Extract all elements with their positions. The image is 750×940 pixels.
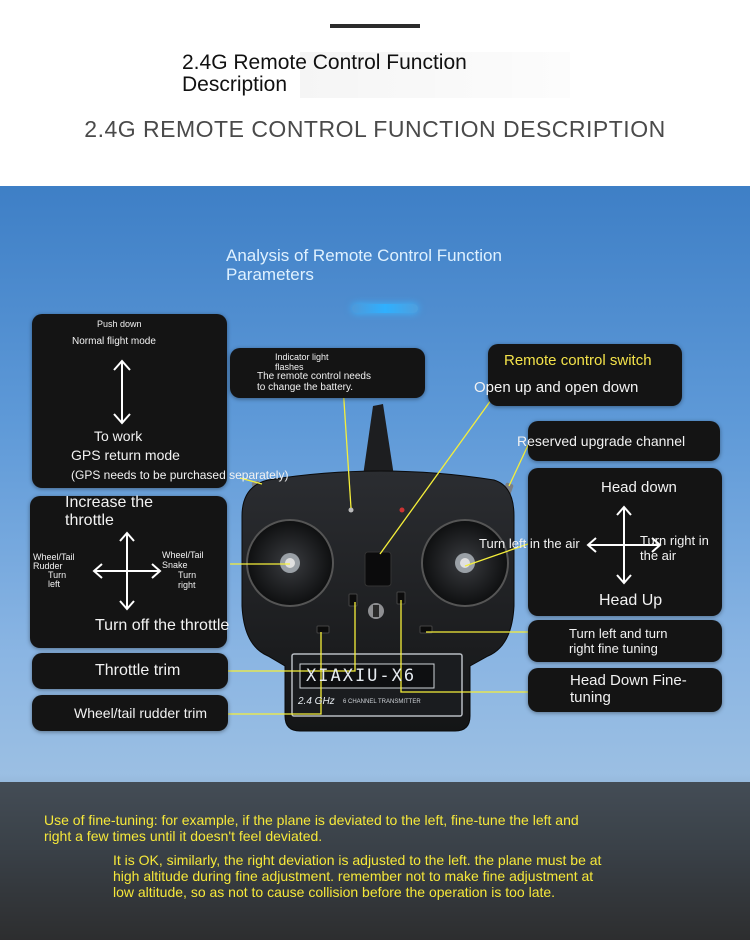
indicator-line-1: Indicator light bbox=[275, 352, 329, 362]
note-1: Use of fine-tuning: for example, if the … bbox=[44, 812, 579, 844]
leader-lines bbox=[228, 385, 531, 715]
turn-right-line-2: the air bbox=[640, 548, 677, 563]
open-up-down-label: Open up and open down bbox=[474, 379, 639, 396]
remote-switch-label: Remote control switch bbox=[504, 352, 652, 369]
left-horizontal-trim bbox=[316, 625, 330, 634]
reserved-channel-box bbox=[528, 421, 720, 461]
leader-throttle-trim bbox=[228, 602, 356, 672]
wheel-left-line-4: left bbox=[48, 579, 61, 589]
leader-switch bbox=[379, 395, 495, 555]
freq-label: 2.4 GHz bbox=[298, 696, 335, 707]
wheel-trim-box bbox=[32, 695, 228, 731]
indicator-line-3: The remote control needs bbox=[257, 371, 371, 382]
wheel-right-line-3: Turn bbox=[178, 570, 197, 580]
left-vertical-trim bbox=[348, 593, 358, 607]
gps-return-label: GPS return mode bbox=[71, 447, 180, 463]
page-subtitle: 2.4G REMOTE CONTROL FUNCTION DESCRIPTION bbox=[84, 116, 666, 142]
lr-fine-tuning-box bbox=[528, 620, 722, 662]
note-2-line-2: high altitude during fine adjustment. re… bbox=[113, 868, 594, 884]
wheel-trim-label: Wheel/tail rudder trim bbox=[74, 705, 208, 721]
wheel-right-line-2: Snake bbox=[162, 560, 188, 570]
vertical-arrow-icon bbox=[113, 359, 131, 425]
throttle-trim-label: Throttle trim bbox=[95, 662, 181, 679]
leader-right-stick bbox=[464, 543, 529, 567]
increase-line-1: Increase the bbox=[65, 494, 154, 511]
antenna bbox=[363, 404, 394, 476]
title-line-2: Description bbox=[182, 73, 288, 96]
leader-reserved bbox=[508, 440, 531, 487]
reserved-upgrade-label: Reserved upgrade channel bbox=[517, 433, 686, 449]
normal-flight-label: Normal flight mode bbox=[72, 336, 156, 347]
title-shade bbox=[300, 52, 570, 98]
note-2-line-3: low altitude, so as not to cause collisi… bbox=[113, 884, 556, 900]
throttle-trim-box bbox=[32, 653, 228, 689]
note-1-line-1: Use of fine-tuning: for example, if the … bbox=[44, 812, 579, 828]
turn-off-throttle-label: Turn off the throttle bbox=[95, 617, 230, 634]
head-down-fine-line-1: Head Down Fine- bbox=[570, 672, 687, 689]
fine-tuning-line-1: Turn left and turn bbox=[569, 626, 668, 641]
to-work-label: To work bbox=[94, 428, 143, 444]
leader-indicator bbox=[342, 385, 352, 509]
wheel-left-line-3: Turn bbox=[48, 570, 67, 580]
cross-arrow-icon bbox=[92, 531, 162, 611]
note-2: It is OK, similarly, the right deviation… bbox=[113, 852, 601, 900]
head-down-fine-line-2: tuning bbox=[570, 689, 611, 706]
power-switch bbox=[364, 551, 392, 587]
brand-label: XIAXIU-X6 bbox=[306, 666, 417, 686]
gps-mode-box bbox=[32, 314, 227, 488]
gps-note-label: (GPS needs to be purchased separately) bbox=[71, 468, 289, 482]
head-down-fine-box bbox=[528, 668, 722, 712]
wheel-right-line-1: Wheel/Tail bbox=[162, 550, 204, 560]
leader-gps bbox=[239, 477, 263, 485]
indicator-line-2: flashes bbox=[275, 362, 304, 372]
remote-switch-box bbox=[488, 344, 682, 406]
glow-bar bbox=[352, 304, 418, 313]
panel-title-line-1: Analysis of Remote Control Function bbox=[226, 246, 502, 265]
fine-tuning-line-2: right fine tuning bbox=[569, 641, 658, 656]
increase-line-2: throttle bbox=[65, 512, 114, 529]
turn-left-air-label: Turn left in the air bbox=[479, 536, 580, 551]
cross-arrow-icon-right bbox=[586, 505, 662, 585]
note-2-line-1: It is OK, similarly, the right deviation… bbox=[113, 852, 602, 868]
panel-title-line-2: Parameters bbox=[226, 265, 314, 284]
page-title: 2.4G Remote Control Function Description bbox=[182, 52, 582, 96]
indicator-line-4: to change the battery. bbox=[257, 382, 353, 393]
header-divider bbox=[330, 24, 420, 28]
right-horizontal-trim bbox=[419, 625, 433, 634]
wheel-left-line-2: Rudder bbox=[33, 561, 63, 571]
controller-illustration bbox=[228, 385, 531, 732]
function-panel: Analysis of Remote Control Function Para… bbox=[0, 186, 750, 940]
note-strip bbox=[0, 782, 750, 940]
indicator-led bbox=[348, 507, 354, 513]
note-1-line-2: right a few times until it doesn't feel … bbox=[44, 828, 323, 844]
indicator-box bbox=[230, 348, 425, 398]
panel-title: Analysis of Remote Control Function Para… bbox=[226, 246, 566, 284]
push-down-label: Push down bbox=[97, 319, 142, 329]
leader-wheel-trim bbox=[228, 632, 322, 715]
channel-label: 6 CHANNEL TRANSMITTER bbox=[343, 699, 421, 705]
title-line-1: 2.4G Remote Control Function bbox=[182, 51, 467, 74]
wheel-right-line-4: right bbox=[178, 580, 196, 590]
wheel-left-line-1: Wheel/Tail bbox=[33, 552, 75, 562]
turn-right-line-1: Turn right in bbox=[640, 533, 709, 548]
leader-head-fine bbox=[400, 600, 528, 693]
head-up-label: Head Up bbox=[599, 592, 663, 609]
head-down-label: Head down bbox=[601, 479, 677, 496]
